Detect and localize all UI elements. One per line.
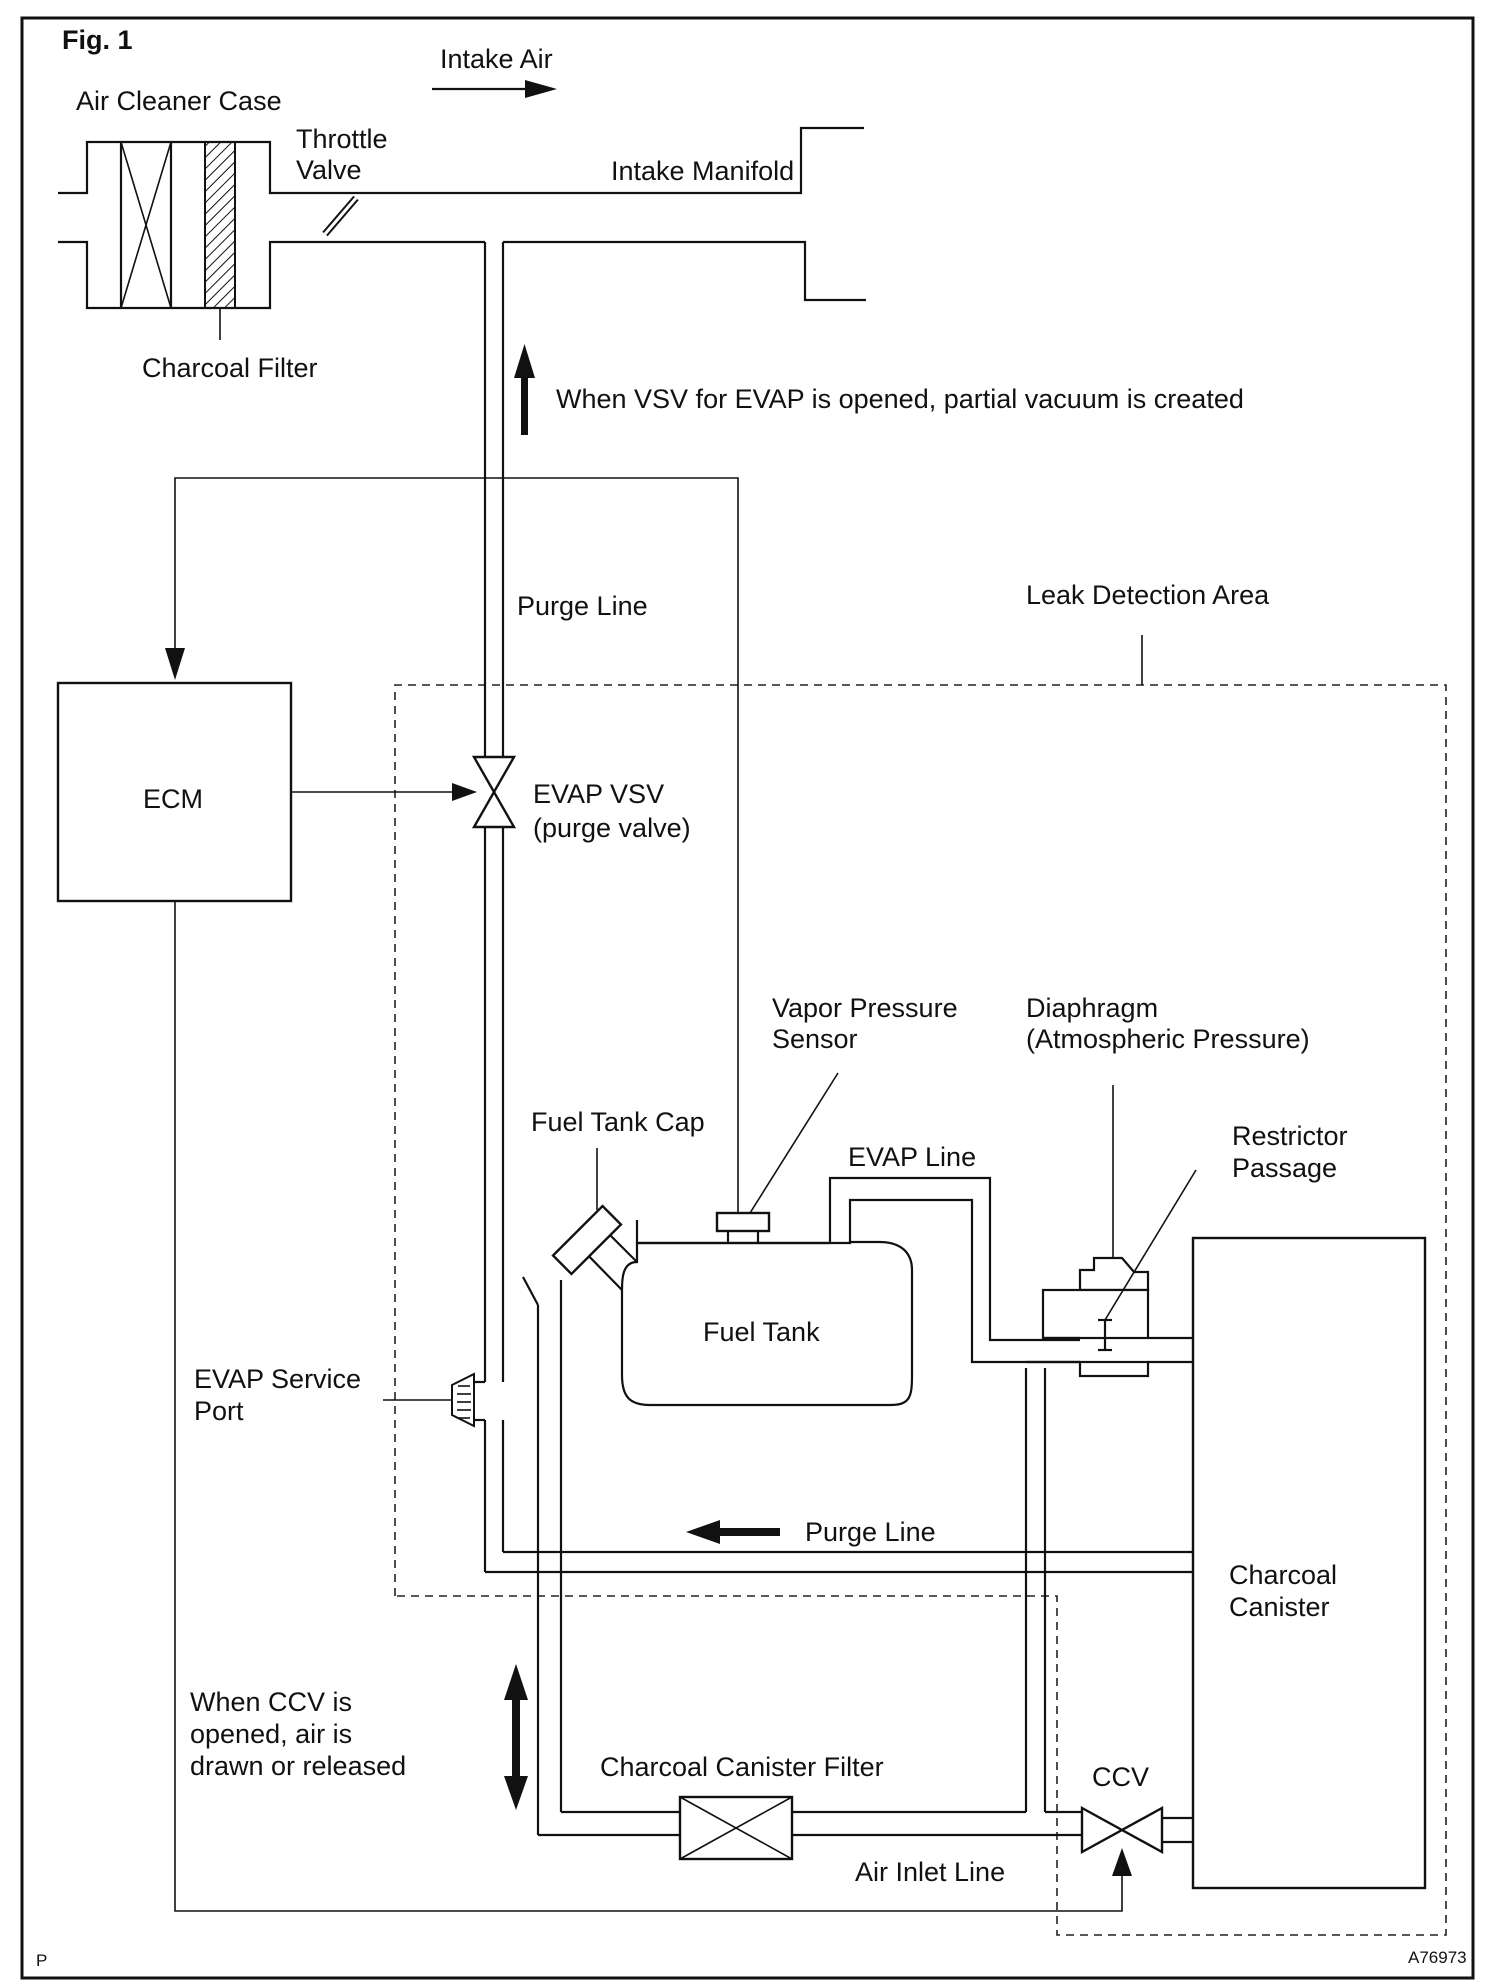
ecm-label: ECM [143, 784, 203, 814]
fuel-tank-cap-symbol [551, 1148, 623, 1276]
ccv-label: CCV [1092, 1762, 1149, 1792]
vsv-control-line [291, 783, 477, 801]
diaphragm-label-line-1: Diaphragm [1026, 993, 1158, 1023]
vapor-pressure-sensor-symbol [715, 1072, 839, 1243]
evap-vsv-symbol [471, 755, 517, 829]
charcoal-canister-filter-label: Charcoal Canister Filter [600, 1752, 884, 1782]
leak-detection-area-label: Leak Detection Area [1026, 580, 1270, 610]
charcoal-filter-element [204, 141, 236, 309]
air-inlet-line-label: Air Inlet Line [855, 1857, 1005, 1887]
fuel-tank-label: Fuel Tank [703, 1317, 820, 1347]
throttle-valve-label-line-1: Throttle [296, 124, 388, 154]
restrictor-passage-label-line-1: Restrictor [1232, 1121, 1348, 1151]
corner-mark: P [36, 1951, 47, 1970]
charcoal-canister-filter-symbol [678, 1795, 794, 1861]
evap-service-port-label-line-1: EVAP Service [194, 1364, 361, 1394]
vapor-pressure-sensor-label-line-1: Vapor Pressure [772, 993, 958, 1023]
diaphragm-valve-symbol [1041, 1085, 1197, 1378]
throttle-valve-label-line-2: Valve [296, 155, 362, 185]
restrictor-passage-label-line-2: Passage [1232, 1153, 1337, 1183]
purge-line-top-label: Purge Line [517, 591, 648, 621]
figure-frame [20, 16, 1475, 1980]
charcoal-canister-label-line-2: Canister [1229, 1592, 1330, 1622]
evap-line [828, 1176, 1080, 1364]
leak-detection-area-boundary [394, 635, 1447, 1936]
evap-vsv-label-line-1: EVAP VSV [533, 779, 664, 809]
evap-vsv-label-line-2: (purge valve) [533, 813, 691, 843]
figure-id: A76973 [1408, 1948, 1467, 1967]
vacuum-note-label: When VSV for EVAP is opened, partial vac… [556, 384, 1244, 414]
evap-service-port-label-line-2: Port [194, 1396, 244, 1426]
ccv-note-line-3: drawn or released [190, 1751, 406, 1781]
fuel-tank-cap-label: Fuel Tank Cap [531, 1107, 705, 1137]
figure-label: Fig. 1 [62, 25, 133, 55]
air-cleaner-case-label: Air Cleaner Case [76, 86, 282, 116]
throttle-valve-symbol [322, 195, 359, 237]
charcoal-canister-box [1191, 1236, 1427, 1890]
diaphragm-label-line-2: (Atmospheric Pressure) [1026, 1024, 1310, 1054]
fuel-tank-body [620, 1240, 914, 1407]
purge-line [483, 242, 1193, 1574]
purge-line-bottom-label: Purge Line [805, 1517, 936, 1547]
charcoal-canister-label-line-1: Charcoal [1229, 1560, 1337, 1590]
vacuum-direction-arrow [514, 344, 535, 435]
charcoal-filter-label: Charcoal Filter [142, 353, 318, 383]
air-cleaner-case [58, 126, 866, 310]
purge-flow-arrow [686, 1520, 780, 1544]
evap-line-label: EVAP Line [848, 1142, 976, 1172]
intake-air-arrow [432, 80, 557, 98]
vapor-pressure-sensor-label-line-2: Sensor [772, 1024, 858, 1054]
intake-air-label: Intake Air [440, 44, 553, 74]
evap-service-port [383, 1372, 485, 1428]
intake-manifold-label: Intake Manifold [611, 156, 794, 186]
sensor-signal-line [165, 477, 739, 1213]
ccv-note-line-2: opened, air is [190, 1719, 352, 1749]
air-flow-double-arrow [504, 1664, 528, 1810]
air-inlet-line [536, 1280, 1082, 1837]
ccv-symbol [1080, 1805, 1193, 1855]
ccv-note-line-1: When CCV is [190, 1687, 352, 1717]
ccv-control-line [174, 901, 1132, 1912]
